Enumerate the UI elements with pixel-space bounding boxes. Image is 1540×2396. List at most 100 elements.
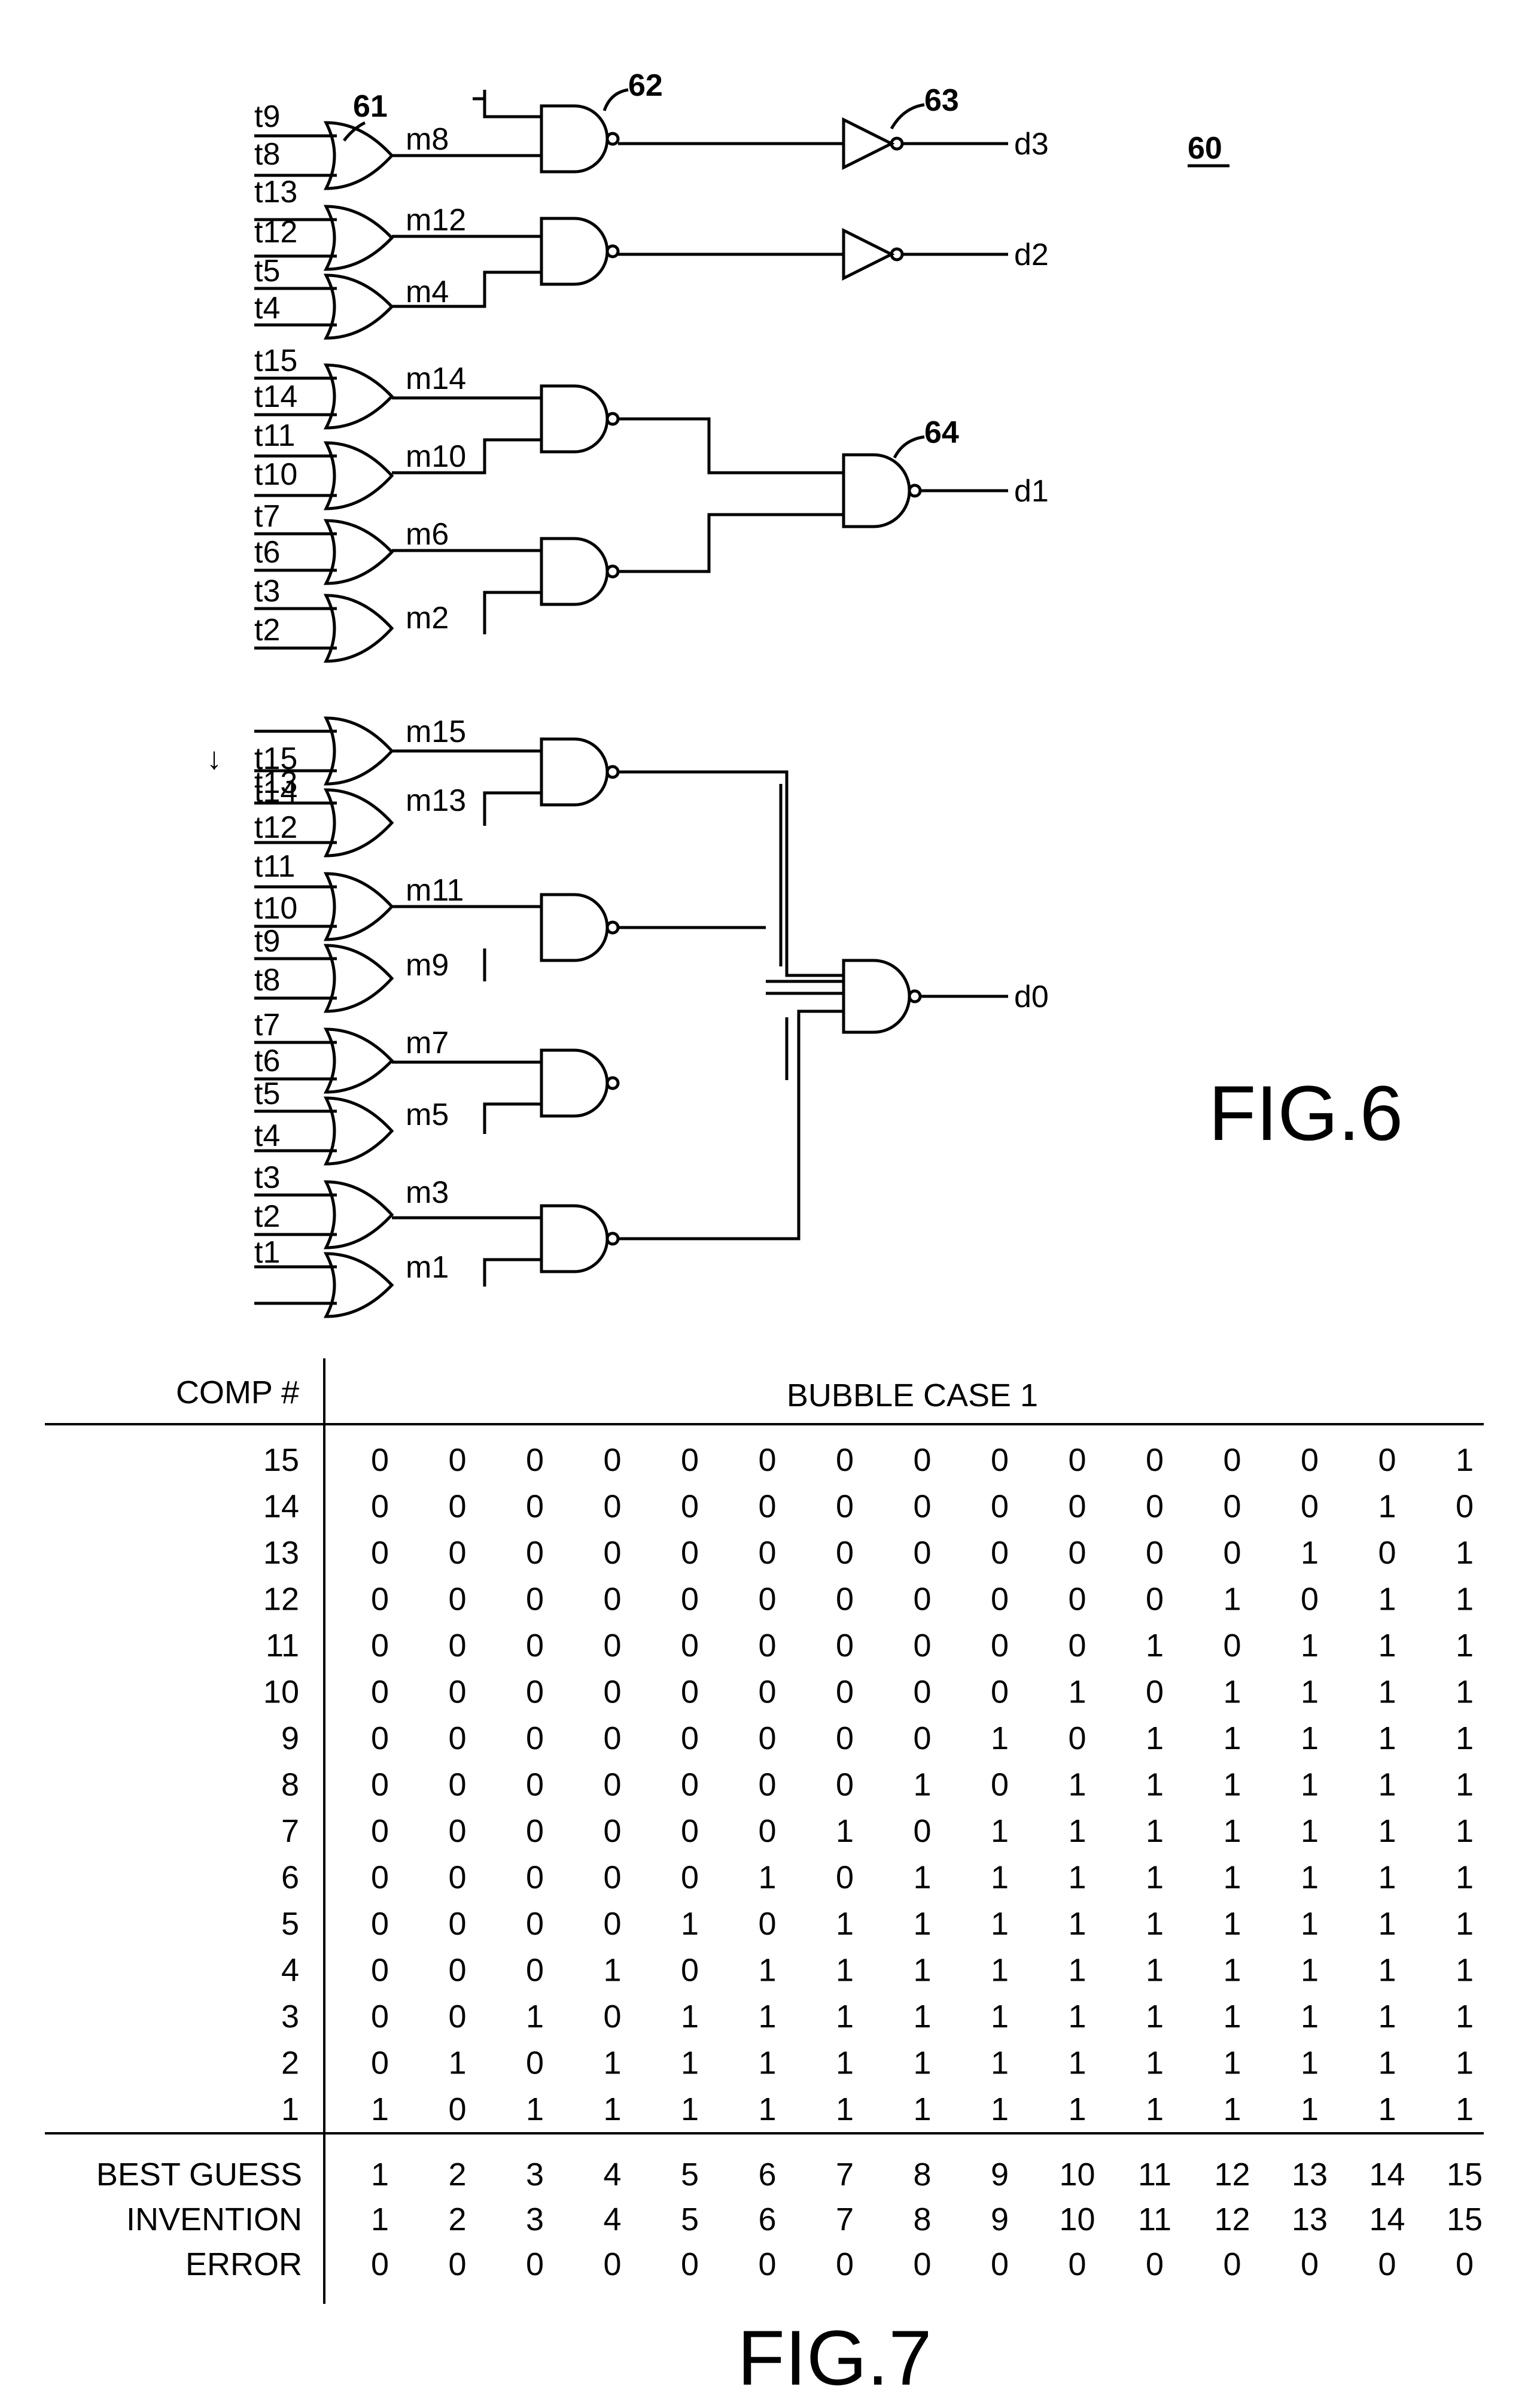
table-cell: 0 — [758, 1674, 776, 1710]
input-label-t13: t13 — [254, 175, 297, 209]
table-cell: 1 — [758, 1953, 776, 1988]
input-label-t11: t11 — [254, 849, 295, 884]
table-cell: 0 — [371, 1720, 389, 1756]
table-cell: 1 — [1456, 1582, 1474, 1617]
table-cell: 1 — [526, 2091, 544, 2127]
table-cell: 1 — [913, 1860, 931, 1896]
footer-cell: 13 — [1292, 2157, 1328, 2193]
footer-label: ERROR — [185, 2246, 302, 2282]
table-cell: 0 — [991, 1582, 1009, 1617]
or-output-label-m8: m8 — [406, 122, 449, 157]
table-cell: 0 — [448, 1442, 466, 1478]
table-cell: 1 — [1223, 1767, 1241, 1803]
table-cell: 0 — [448, 1906, 466, 1942]
ref-numeral-60: 60 — [1188, 131, 1222, 166]
comp-row-label: 15 — [263, 1442, 299, 1478]
table-cell: 1 — [1456, 1999, 1474, 2035]
footer-cell: 0 — [836, 2246, 854, 2282]
table-cell: 1 — [1456, 1674, 1474, 1710]
table-cell: 0 — [681, 1953, 699, 1988]
table-cell: 1 — [1068, 1674, 1086, 1710]
comp-row-label: 11 — [266, 1628, 299, 1664]
table-cell: 0 — [836, 1860, 854, 1896]
table-cell: 0 — [758, 1582, 776, 1617]
or-gate-m15 — [326, 718, 392, 784]
or-gate-m14 — [326, 365, 392, 428]
comp-row-label: 14 — [263, 1489, 299, 1525]
table-cell: 0 — [913, 1442, 931, 1478]
table-cell: 0 — [371, 1489, 389, 1525]
table-cell: 1 — [1456, 1767, 1474, 1803]
footer-cell: 9 — [991, 2157, 1009, 2193]
ref-numeral-62: 62 — [628, 68, 663, 103]
table-cell: 1 — [1378, 1999, 1396, 2035]
table-cell: 1 — [1378, 1813, 1396, 1849]
table-cell: 0 — [448, 1813, 466, 1849]
or-output-label-m11: m11 — [406, 873, 464, 908]
table-cell: 0 — [1146, 1489, 1164, 1525]
table-cell: 0 — [758, 1720, 776, 1756]
table-cell: 1 — [1146, 1906, 1164, 1942]
table-cell: 1 — [1456, 1442, 1474, 1478]
table-cell: 0 — [603, 1535, 621, 1571]
table-cell: 0 — [1378, 1535, 1396, 1571]
table-cell: 0 — [681, 1628, 699, 1664]
table-cell: 1 — [1068, 1860, 1086, 1896]
nand-gate-m6-m2-bubble — [607, 566, 618, 577]
footer-cell: 0 — [681, 2246, 699, 2282]
table-cell: 0 — [526, 1674, 544, 1710]
table-cell: 0 — [526, 2045, 544, 2081]
table-cell: 0 — [1068, 1489, 1086, 1525]
table-cell: 1 — [991, 1906, 1009, 1942]
fig7-truth-table: COMP #BUBBLE CASE 1150000000000000011400… — [45, 1358, 1484, 2396]
table-cell: 0 — [913, 1720, 931, 1756]
or-output-label-m14: m14 — [406, 361, 466, 396]
nand-gate-m14-m10 — [541, 386, 607, 452]
footer-cell: 10 — [1059, 2202, 1095, 2237]
table-cell: 1 — [1223, 2045, 1241, 2081]
footer-cell: 12 — [1214, 2202, 1250, 2237]
table-cell: 1 — [371, 2091, 389, 2127]
table-cell: 0 — [681, 1442, 699, 1478]
table-cell: 1 — [1223, 1720, 1241, 1756]
table-cell: 1 — [681, 2091, 699, 2127]
table-cell: 1 — [1456, 1813, 1474, 1849]
table-cell: 0 — [913, 1582, 931, 1617]
table-cell: 1 — [1301, 1720, 1319, 1756]
footer-cell: 0 — [1146, 2246, 1164, 2282]
table-cell: 0 — [991, 1489, 1009, 1525]
table-cell: 1 — [1456, 1906, 1474, 1942]
fig6-labels: t9t8m8t13t12m12t5t4m4t15t14m14t11t10m10t… — [206, 68, 1403, 1285]
table-cell: 1 — [1146, 1953, 1164, 1988]
inverter-d2 — [844, 230, 891, 278]
table-cell: 0 — [371, 1767, 389, 1803]
input-label-t15: t15 — [254, 343, 297, 378]
input-label-t7: t7 — [254, 499, 280, 534]
table-cell: 1 — [1378, 1674, 1396, 1710]
comp-row-label: 2 — [281, 2045, 299, 2081]
table-cell: 0 — [991, 1767, 1009, 1803]
comp-row-label: 13 — [263, 1535, 299, 1571]
footer-cell: 3 — [526, 2202, 544, 2237]
table-cell: 1 — [836, 1999, 854, 2035]
table-cell: 1 — [1146, 1860, 1164, 1896]
table-cell: 0 — [1301, 1582, 1319, 1617]
footer-cell: 10 — [1059, 2157, 1095, 2193]
footer-cell: 7 — [836, 2202, 854, 2237]
nand-gate-m7-m5 — [541, 1050, 607, 1116]
footer-cell: 11 — [1138, 2202, 1171, 2237]
table-cell: 0 — [913, 1535, 931, 1571]
table-cell: 0 — [913, 1628, 931, 1664]
table-cell: 0 — [371, 1906, 389, 1942]
down-arrow-indicator: ↓ — [206, 741, 222, 776]
footer-cell: 0 — [1456, 2246, 1474, 2282]
footer-cell: 4 — [603, 2157, 621, 2193]
footer-cell: 6 — [758, 2157, 776, 2193]
table-cell: 1 — [1301, 1999, 1319, 2035]
table-cell: 0 — [526, 1953, 544, 1988]
nand-gate-m15-m13-bubble — [607, 767, 618, 777]
table-cell: 0 — [1146, 1674, 1164, 1710]
wire — [485, 793, 541, 826]
comp-row-label: 12 — [263, 1582, 299, 1617]
